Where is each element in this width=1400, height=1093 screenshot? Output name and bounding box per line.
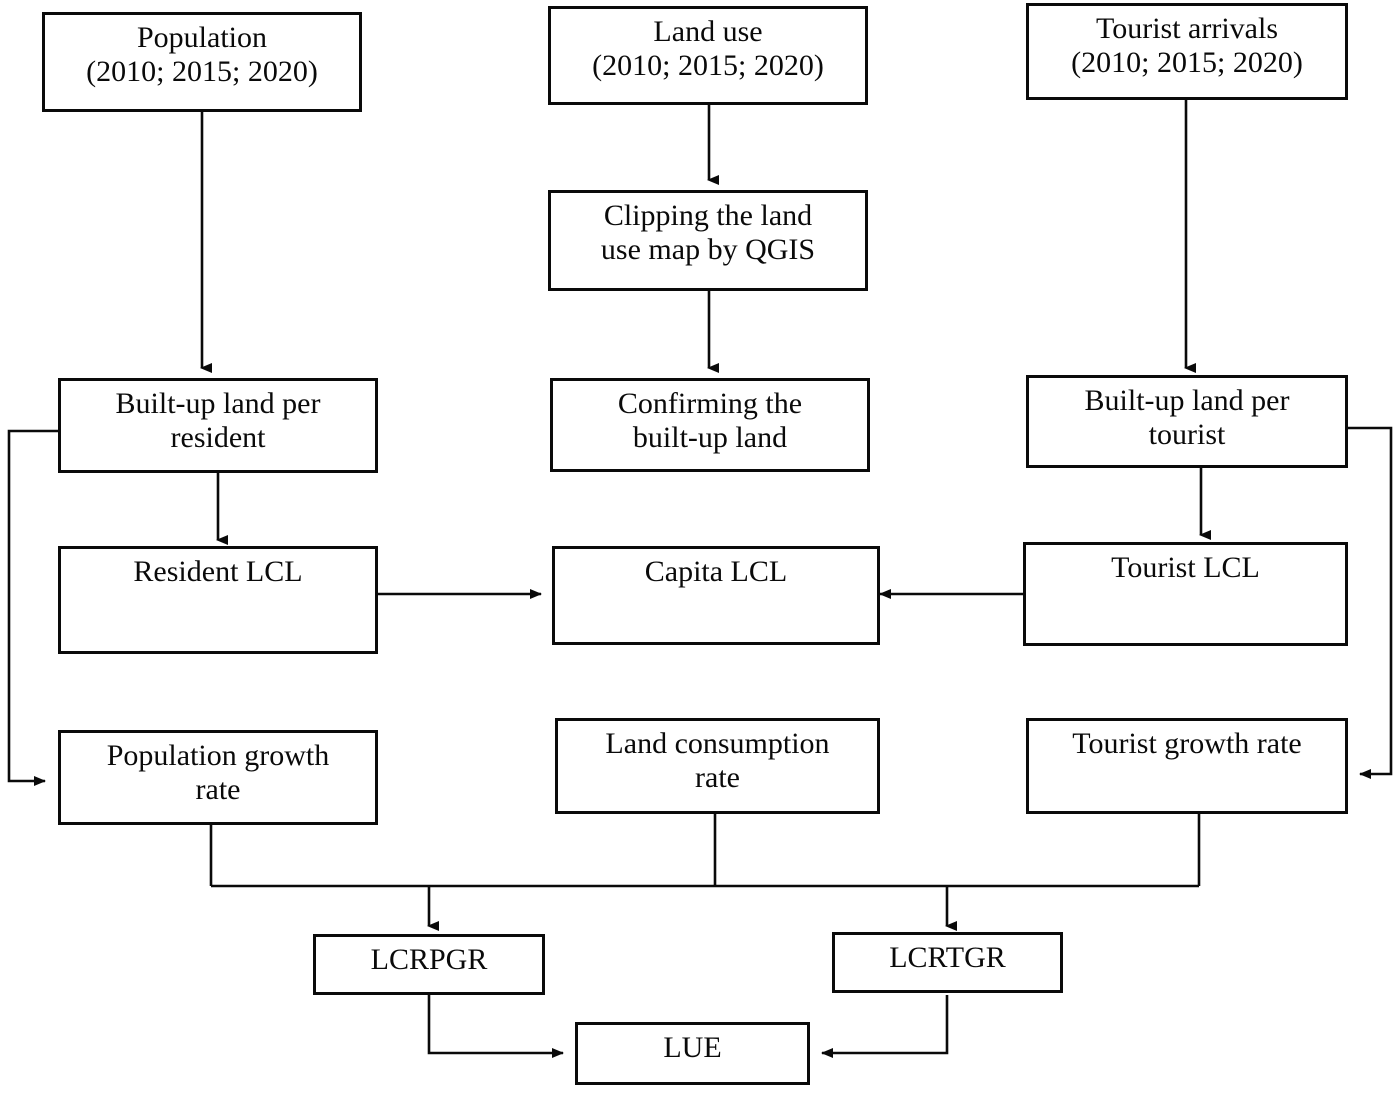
node-lue-label: LUE [663, 1031, 722, 1064]
node-population-growth-rate-label: Population growth rate [106, 739, 330, 807]
node-tourist-growth-rate[interactable]: Tourist growth rate [1026, 718, 1348, 814]
node-population-label: Population (2010; 2015; 2020) [86, 21, 318, 89]
node-lcrtgr[interactable]: LCRTGR [832, 932, 1063, 993]
node-land-consumption-rate[interactable]: Land consumption rate [555, 718, 880, 814]
edge-lcrtgr-to-lue [821, 995, 949, 1058]
node-built-up-land-per-resident-label: Built-up land per resident [115, 387, 321, 455]
node-population[interactable]: Population (2010; 2015; 2020) [42, 12, 362, 112]
node-lcrpgr-label: LCRPGR [370, 943, 488, 976]
edge-lcrpgr-to-lue [427, 995, 564, 1058]
node-capita-lcl[interactable]: Capita LCL [552, 546, 880, 645]
node-tourist-growth-rate-label: Tourist growth rate [1072, 727, 1302, 760]
node-population-growth-rate[interactable]: Population growth rate [58, 730, 378, 825]
edge-builtup-resident-to-population-growth [7, 429, 58, 786]
node-tourist-lcl[interactable]: Tourist LCL [1023, 542, 1348, 646]
node-lue[interactable]: LUE [575, 1022, 810, 1085]
node-resident-lcl[interactable]: Resident LCL [58, 546, 378, 654]
node-built-up-land-per-resident[interactable]: Built-up land per resident [58, 378, 378, 473]
node-resident-lcl-label: Resident LCL [133, 555, 303, 588]
edge-builtup-tourist-to-tourist-growth [1348, 426, 1393, 779]
node-land-consumption-rate-label: Land consumption rate [605, 727, 830, 795]
node-capita-lcl-label: Capita LCL [644, 555, 788, 588]
node-tourist-arrivals[interactable]: Tourist arrivals (2010; 2015; 2020) [1026, 3, 1348, 100]
node-built-up-land-per-tourist[interactable]: Built-up land per tourist [1026, 375, 1348, 468]
node-clipping-label: Clipping the land use map by QGIS [600, 199, 816, 267]
node-lcrpgr[interactable]: LCRPGR [313, 934, 545, 995]
node-lcrtgr-label: LCRTGR [889, 941, 1006, 974]
node-confirming-built-up-land-label: Confirming the built-up land [617, 387, 803, 455]
node-land-use[interactable]: Land use (2010; 2015; 2020) [548, 6, 868, 105]
node-confirming-built-up-land[interactable]: Confirming the built-up land [550, 378, 870, 472]
node-tourist-arrivals-label: Tourist arrivals (2010; 2015; 2020) [1071, 12, 1303, 80]
node-land-use-label: Land use (2010; 2015; 2020) [592, 15, 824, 83]
node-tourist-lcl-label: Tourist LCL [1111, 551, 1260, 584]
node-built-up-land-per-tourist-label: Built-up land per tourist [1084, 384, 1290, 452]
node-clipping[interactable]: Clipping the land use map by QGIS [548, 190, 868, 291]
